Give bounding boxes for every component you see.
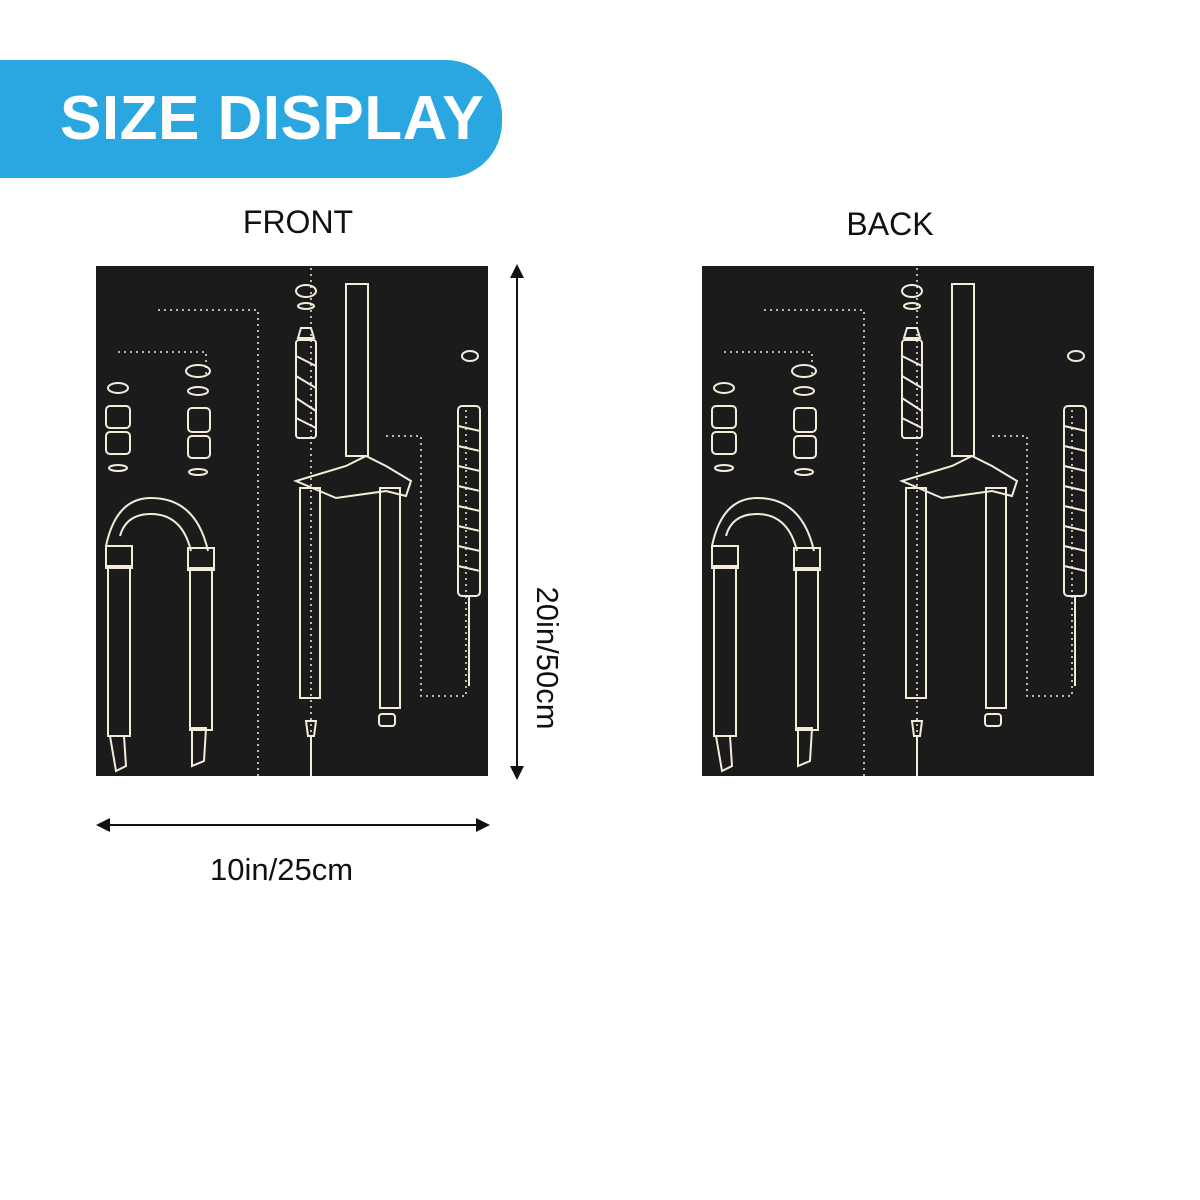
suspension-fork-diagram-front: e: [105, 268, 481, 776]
suspension-fork-diagram-back: e: [711, 268, 1087, 776]
width-dimension-arrow: [96, 818, 490, 832]
banner-title: SIZE DISPLAY: [60, 84, 485, 153]
back-panel-image: e: [702, 266, 1094, 776]
height-dimension-arrow: [510, 264, 524, 780]
front-label: FRONT: [242, 204, 354, 240]
front-panel-image: e: [96, 266, 488, 776]
height-dimension-label: 20in/50cm: [530, 586, 565, 730]
size-display-banner: SIZE DISPLAY: [0, 60, 502, 178]
width-dimension-label: 10in/25cm: [210, 852, 354, 887]
back-label: BACK: [846, 206, 934, 242]
